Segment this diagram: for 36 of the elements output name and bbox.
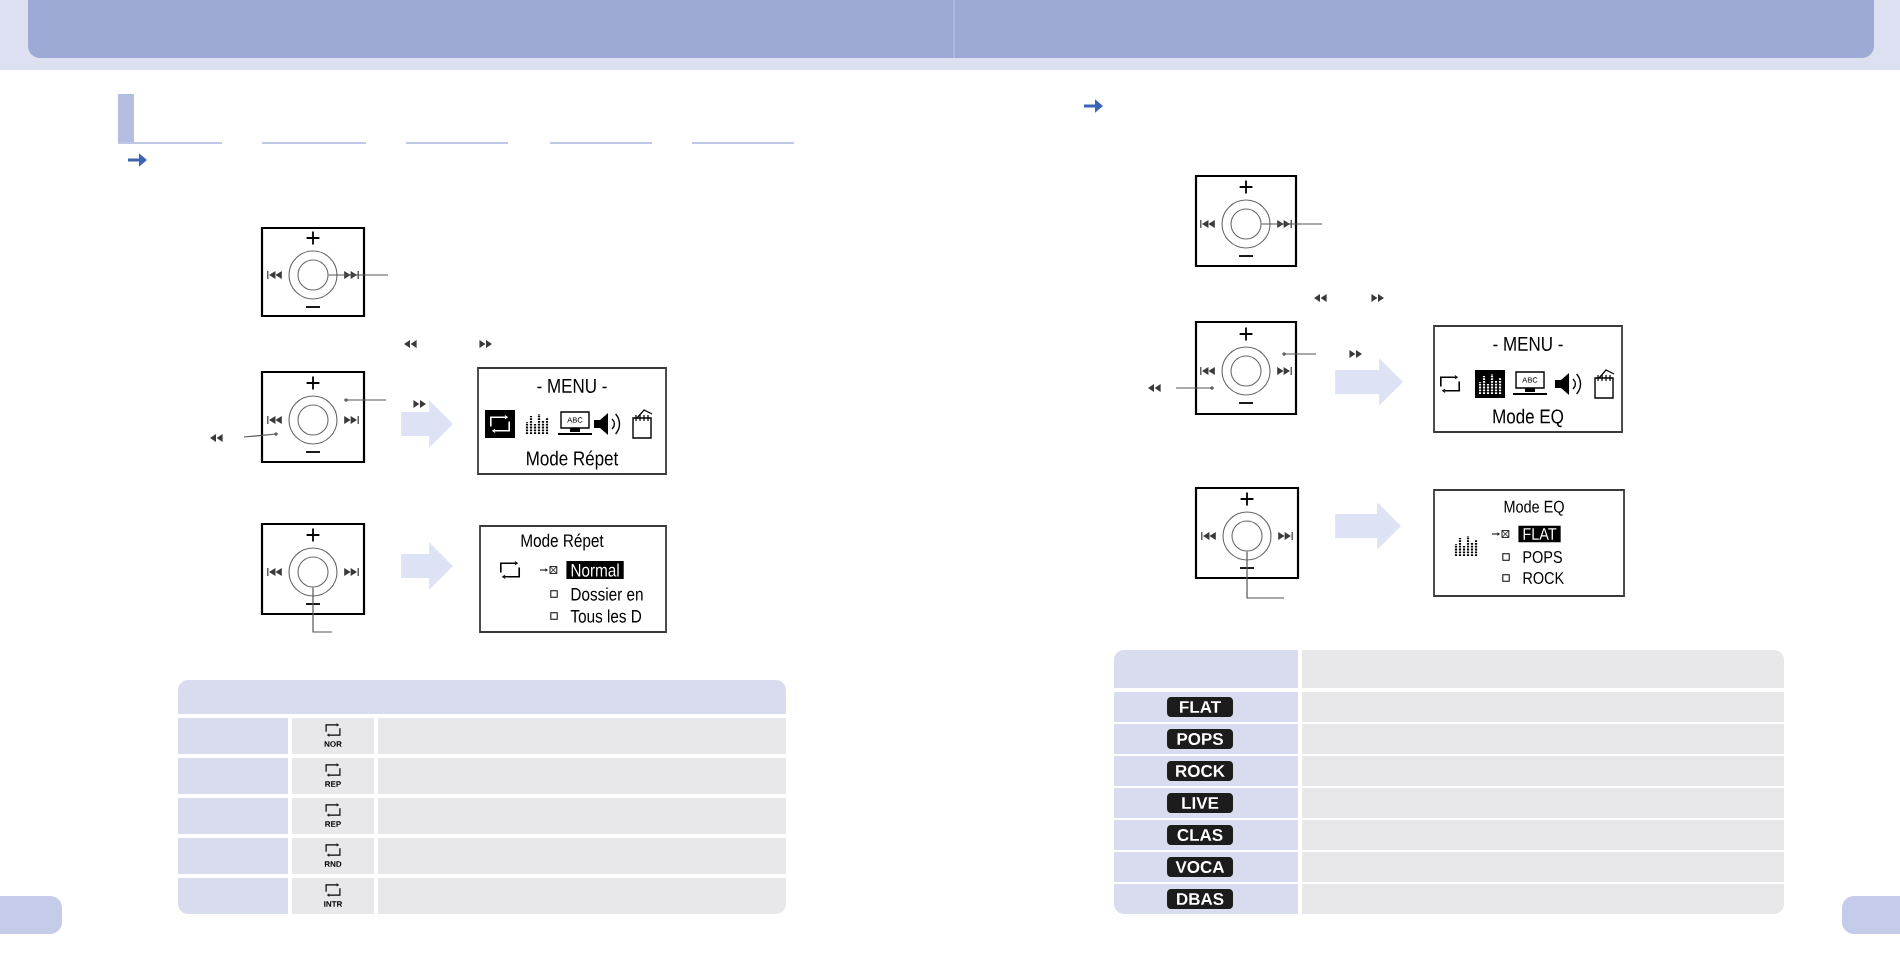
keypad xyxy=(1194,486,1300,580)
mode-badge: POPS xyxy=(1167,729,1233,749)
screen-heading: - MENU - xyxy=(537,379,607,393)
screen-heading: - MENU - xyxy=(1493,337,1563,351)
leader-line xyxy=(345,399,387,401)
mode-badge: FLAT xyxy=(1167,697,1233,717)
center-button xyxy=(297,556,329,588)
screen-label: Mode EQ xyxy=(1493,408,1564,428)
screen-heading: Mode Répet xyxy=(521,533,604,551)
screen-heading: Mode EQ xyxy=(1504,500,1564,516)
menu-item: Dossier en xyxy=(571,587,643,601)
screen-label: Mode Répet xyxy=(527,450,619,470)
center-button xyxy=(297,259,329,291)
highlighted-item: Normal xyxy=(566,561,624,579)
leader-line xyxy=(1246,550,1285,599)
center-button xyxy=(1231,520,1263,552)
mode-badge: DBAS xyxy=(1167,889,1233,909)
keypad xyxy=(260,370,366,464)
mode-badge: CLAS xyxy=(1167,825,1233,845)
center-button xyxy=(1230,208,1262,240)
mode-badge: LIVE xyxy=(1167,793,1233,813)
leader-line xyxy=(1283,353,1317,355)
keypad xyxy=(260,226,366,318)
keypad xyxy=(1194,320,1298,416)
leader-line xyxy=(1260,223,1323,225)
leader-line xyxy=(243,433,277,438)
leader-line xyxy=(327,274,389,276)
keypad xyxy=(1194,174,1298,268)
menu-item: POPS xyxy=(1523,551,1562,563)
leader-line xyxy=(1175,387,1213,389)
mode-badge: VOCA xyxy=(1167,857,1233,877)
menu-item: ROCK xyxy=(1523,572,1564,584)
keypad xyxy=(260,522,366,616)
menu-item: Tous les D xyxy=(570,609,642,623)
mode-badge: ROCK xyxy=(1167,761,1233,781)
leader-line xyxy=(312,586,333,633)
